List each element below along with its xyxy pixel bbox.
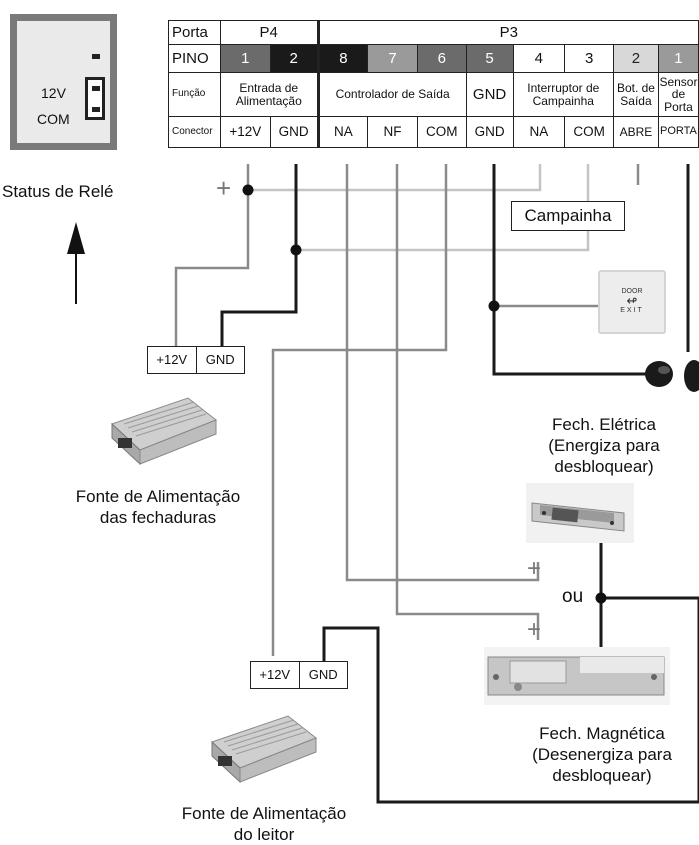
connector-cell: ABRE (613, 116, 659, 148)
exit-button-device: DOOR ↫ EXIT (598, 270, 666, 334)
ps-reader-gnd: GND (308, 667, 338, 682)
electric-lock-line3: desbloquear) (554, 457, 654, 476)
plus-sign: + (527, 616, 541, 643)
black-wires (220, 164, 699, 804)
ps-reader-caption: Fonte de Alimentação do leitor (146, 803, 382, 845)
pin-table: Porta P4 P3 PINO 1 2 8 7 6 5 4 3 2 1 Fun… (168, 20, 699, 148)
electric-lock-image (526, 483, 634, 543)
pino-header: PINO (168, 44, 221, 73)
magnetic-lock-caption: Fech. Magnética (Desenergiza para desblo… (504, 723, 699, 786)
ou-label: ou (562, 586, 584, 608)
electric-lock-line2: (Energiza para (548, 436, 660, 455)
ps-lock-12v: +12V (148, 347, 197, 373)
bell-wires (248, 164, 590, 252)
pin-cell: 5 (465, 44, 514, 73)
pin-cell: 8 (316, 44, 369, 73)
plus-sign: + (527, 555, 541, 582)
function-gnd: GND (465, 72, 514, 117)
ps-reader-caption-line2: do leitor (233, 825, 295, 844)
ps-lock-caption-line2: das fechaduras (99, 508, 217, 527)
conector-header: Conector (168, 116, 221, 148)
campainha-box: Campainha (511, 201, 625, 231)
door-sensor-device (645, 360, 699, 392)
exit-door-label: DOOR (621, 288, 643, 295)
connector-cell: NA (316, 116, 369, 148)
ps-lock-gnd: GND (205, 352, 235, 367)
relay-connector (85, 77, 105, 120)
electric-lock-caption: Fech. Elétrica (Energiza para desbloquea… (506, 414, 699, 477)
funcao-header: Função (168, 72, 221, 117)
ps-reader-caption-line1: Fonte de Alimentação (181, 804, 347, 823)
magnetic-lock-line3: desbloquear) (552, 766, 652, 785)
ps-reader-12v: +12V (251, 662, 300, 688)
power-supply-icon (111, 397, 217, 466)
exit-exit-label: EXIT (620, 307, 644, 314)
function-bot-saida: Bot. de Saída (613, 72, 659, 117)
function-controlador: Controlador de Saída (316, 72, 467, 117)
gray-wires (174, 164, 644, 656)
up-arrow-icon (67, 222, 85, 304)
ps-lock-caption-line1: Fonte de Alimentação (75, 487, 241, 506)
function-interruptor: Interruptor de Campainha (512, 72, 615, 117)
connector-cell: PORTA (657, 116, 699, 148)
pin-cell: 2 (613, 44, 659, 73)
campainha-label: Campainha (524, 206, 612, 225)
connector-cell: GND (465, 116, 514, 148)
connector-cell: COM (416, 116, 467, 148)
ps-lock-caption: Fonte de Alimentação das fechaduras (40, 486, 276, 528)
magnetic-lock-image (484, 647, 670, 705)
ps-reader-connector: +12V GND (250, 661, 348, 689)
pin-cell: 4 (512, 44, 566, 73)
relay-com-label: COM (37, 111, 70, 127)
key-icon: ↫ (626, 293, 638, 308)
ps-lock-connector: +12V GND (147, 346, 245, 374)
pin-cell: 1 (657, 44, 699, 73)
relay-status-box: 12V COM (10, 14, 117, 150)
relay-pin-indicator (92, 54, 100, 59)
pin-cell: 2 (269, 44, 319, 73)
electric-lock-line1: Fech. Elétrica (552, 415, 656, 434)
relay-status-label: Status de Relé (2, 182, 114, 201)
porta-header: Porta (168, 20, 221, 45)
junction-dots (242, 184, 607, 604)
connector-cell: NA (512, 116, 566, 148)
connector-cell: COM (564, 116, 615, 148)
relay-12v-label: 12V (41, 85, 66, 101)
connector-cell: NF (367, 116, 418, 148)
magnetic-lock-line2: (Desenergiza para (532, 745, 672, 764)
plus-sign: + (216, 173, 231, 203)
power-supply-icon (211, 715, 317, 784)
pin-cell: 6 (416, 44, 467, 73)
magnetic-lock-line1: Fech. Magnética (539, 724, 665, 743)
